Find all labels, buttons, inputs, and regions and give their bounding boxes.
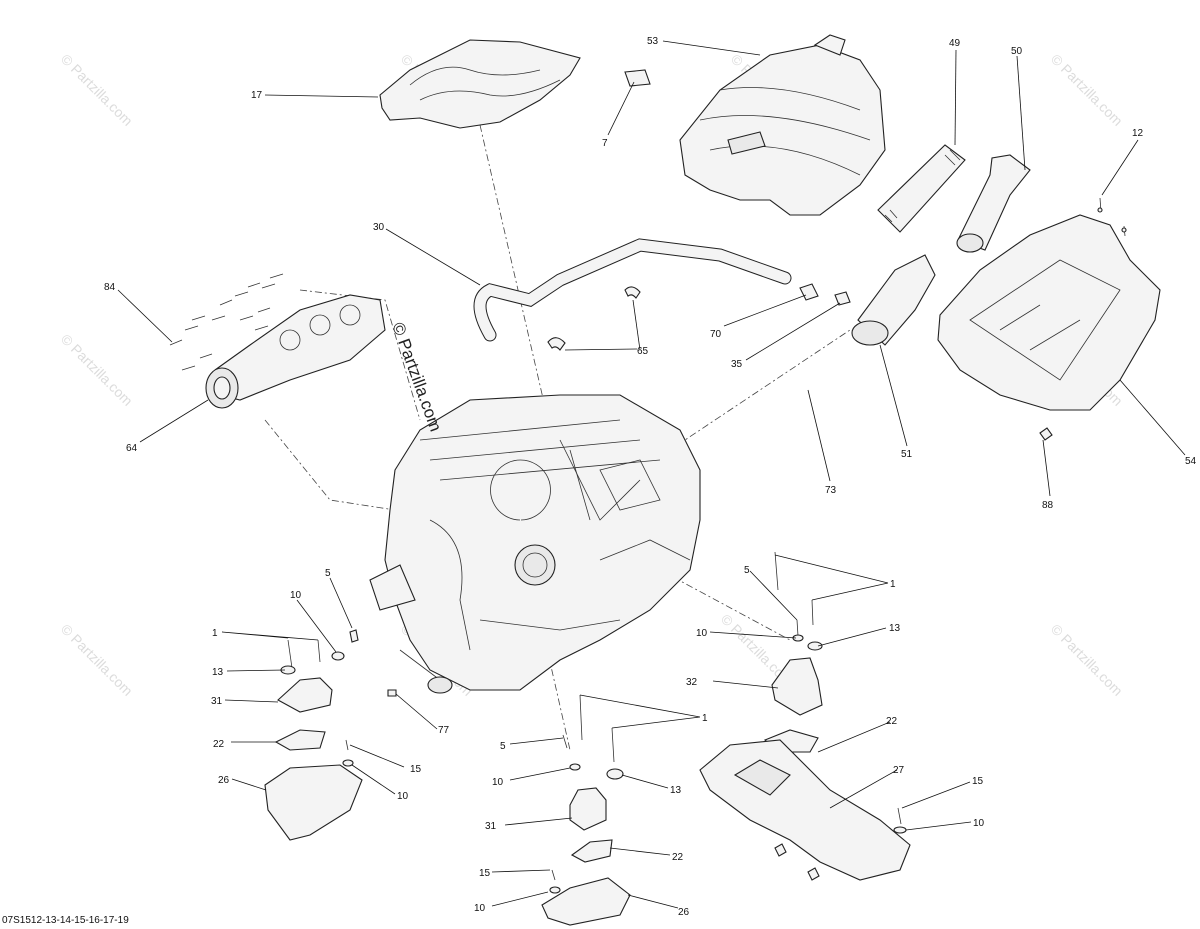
callout-labels: 17 7 53 49 50 12 30 84 65 70 35 64 51 73… bbox=[104, 36, 1197, 918]
pipe-clips bbox=[547, 286, 641, 351]
callout-15: 15 bbox=[410, 764, 422, 775]
callout-22: 22 bbox=[886, 716, 898, 727]
callout-31: 31 bbox=[485, 821, 497, 832]
exhaust-manifold bbox=[205, 294, 386, 409]
intake-elbow bbox=[956, 154, 1031, 253]
callout-88: 88 bbox=[1042, 500, 1054, 511]
leader-lines bbox=[117, 40, 1186, 909]
callout-15: 15 bbox=[479, 868, 491, 879]
tray-cover bbox=[937, 214, 1161, 411]
callout-22: 22 bbox=[213, 739, 225, 750]
watermark-text: © Partzilla.com bbox=[58, 51, 136, 129]
callout-30: 30 bbox=[373, 222, 385, 233]
callout-13: 13 bbox=[889, 623, 901, 634]
callout-13: 13 bbox=[670, 785, 682, 796]
callout-54: 54 bbox=[1185, 456, 1197, 467]
callout-10: 10 bbox=[397, 791, 409, 802]
callout-10: 10 bbox=[973, 818, 985, 829]
callout-5: 5 bbox=[500, 741, 506, 752]
callout-13: 13 bbox=[212, 667, 224, 678]
callout-51: 51 bbox=[901, 449, 913, 460]
label-sticker bbox=[624, 69, 651, 87]
drain-plug bbox=[1039, 427, 1053, 441]
callout-22: 22 bbox=[672, 852, 684, 863]
watermark-text: © Partzilla.com bbox=[1048, 51, 1126, 129]
callout-5: 5 bbox=[744, 565, 750, 576]
watermark-text: © Partzilla.com bbox=[58, 621, 136, 699]
callout-49: 49 bbox=[949, 38, 961, 49]
manifold-bolts bbox=[169, 273, 284, 371]
callout-77: 77 bbox=[438, 725, 450, 736]
callout-1: 1 bbox=[212, 628, 218, 639]
watermark-text: © Partzilla.com bbox=[1048, 621, 1126, 699]
assembly-lines bbox=[264, 124, 851, 751]
callout-10: 10 bbox=[492, 777, 504, 788]
callout-15: 15 bbox=[972, 776, 984, 787]
callout-31: 31 bbox=[211, 696, 223, 707]
callout-50: 50 bbox=[1011, 46, 1023, 57]
callout-35: 35 bbox=[731, 359, 743, 370]
fittings bbox=[799, 283, 851, 306]
callout-1: 1 bbox=[890, 579, 896, 590]
throttle-adaptor bbox=[851, 254, 936, 346]
callout-27: 27 bbox=[893, 765, 905, 776]
callout-73: 73 bbox=[825, 485, 837, 496]
engine-top-cover bbox=[379, 39, 581, 129]
callout-32: 32 bbox=[686, 677, 698, 688]
callout-10: 10 bbox=[474, 903, 486, 914]
callout-1: 1 bbox=[702, 713, 708, 724]
callout-10: 10 bbox=[696, 628, 708, 639]
engine-mount-right bbox=[699, 551, 911, 881]
callout-5: 5 bbox=[325, 568, 331, 579]
callout-64: 64 bbox=[126, 443, 138, 454]
intake-hose bbox=[877, 144, 966, 233]
callout-17: 17 bbox=[251, 90, 263, 101]
engine-block bbox=[369, 394, 701, 694]
callout-84: 84 bbox=[104, 282, 116, 293]
drawing-code: 07S1512-13-14-15-16-17-19 bbox=[2, 915, 129, 926]
callout-70: 70 bbox=[710, 329, 722, 340]
callout-65: 65 bbox=[637, 346, 649, 357]
callout-12: 12 bbox=[1132, 128, 1144, 139]
watermark-text: © Partzilla.com bbox=[58, 331, 136, 409]
callout-26: 26 bbox=[218, 775, 230, 786]
callout-53: 53 bbox=[647, 36, 659, 47]
hose-clamp bbox=[786, 367, 824, 393]
callout-7: 7 bbox=[602, 138, 608, 149]
air-box-cover bbox=[679, 34, 886, 216]
vent-pipe bbox=[473, 238, 792, 342]
callout-26: 26 bbox=[678, 907, 690, 918]
callout-10: 10 bbox=[290, 590, 302, 601]
watermark-main: © Partzilla.com bbox=[388, 320, 445, 434]
engine-mount-left bbox=[264, 629, 397, 841]
engine-mount-center bbox=[541, 694, 631, 926]
tray-bolts bbox=[1097, 197, 1127, 237]
